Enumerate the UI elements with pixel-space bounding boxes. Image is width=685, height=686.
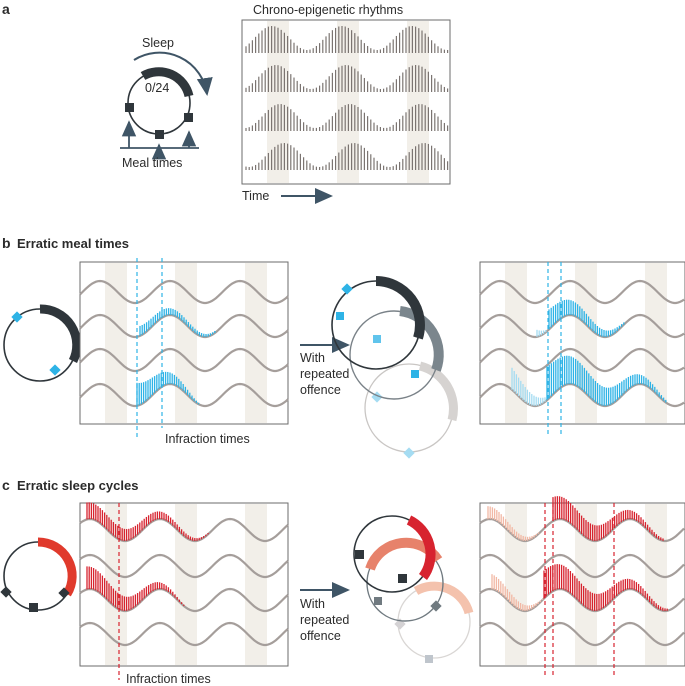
- night-band: [645, 504, 667, 665]
- arrow-text-line3: offence: [300, 383, 341, 397]
- rhythm-wave: [479, 313, 685, 339]
- clock-label: 0/24: [145, 81, 169, 95]
- infraction-label: Infraction times: [165, 432, 250, 446]
- night-band: [105, 263, 127, 423]
- meal-marker-icon: [184, 113, 193, 122]
- rhythm-box-before: [79, 258, 289, 440]
- time-label: Time: [242, 189, 269, 203]
- night-band: [245, 263, 267, 423]
- night-band: [407, 21, 429, 183]
- panel-c: c Erratic sleep cycles Infraction times …: [0, 477, 685, 686]
- arrow-text-line1: With: [300, 597, 325, 611]
- rhythm-box-after: [479, 261, 685, 436]
- rhythm-box-after: [479, 496, 685, 676]
- panel-c-heading: Erratic sleep cycles: [17, 478, 138, 493]
- sleep-label: Sleep: [142, 36, 174, 50]
- rhythm-box: [241, 19, 451, 185]
- rhythm-wave: [79, 382, 289, 408]
- rhythm-wave: [479, 587, 685, 613]
- clock-diagram: Sleep 0/24 Meal times: [120, 36, 213, 170]
- rhythm-wave: [79, 587, 289, 613]
- meal-times-label: Meal times: [122, 156, 182, 170]
- sleep-arrow-icon: [133, 51, 213, 96]
- rhythm-wave: [479, 621, 685, 647]
- infraction-label: Infraction times: [126, 672, 211, 686]
- panel-b-label: b: [2, 235, 11, 251]
- rhythm-wave: [79, 279, 289, 305]
- stacked-clocks: [331, 276, 458, 459]
- night-band: [105, 504, 127, 665]
- sleep-arc: [39, 304, 82, 363]
- meal-marker-icon: [29, 603, 38, 612]
- rhythms-title: Chrono-epigenetic rhythms: [253, 3, 403, 17]
- arrow-text-line2: repeated: [300, 367, 349, 381]
- panel-a: a Chrono-epigenetic rhythms Sleep 0/24 M…: [2, 1, 451, 204]
- panel-b: b Erratic meal times Infraction times Wi…: [2, 235, 685, 459]
- meal-marker-icon: [155, 130, 164, 139]
- rhythm-wave: [79, 621, 289, 647]
- night-band: [245, 504, 267, 665]
- panel-b-heading: Erratic meal times: [17, 236, 129, 251]
- arrow-text-line3: offence: [300, 629, 341, 643]
- rhythm-wave: [79, 347, 289, 373]
- night-band: [267, 21, 289, 183]
- arrow-text-line1: With: [300, 351, 325, 365]
- meal-marker-icon: [49, 364, 61, 376]
- night-band: [505, 263, 527, 423]
- stacked-clocks: [353, 515, 474, 663]
- sleep-clock: [0, 537, 77, 612]
- rhythm-wave: [479, 347, 685, 373]
- meal-marker-icon: [125, 103, 134, 112]
- meal-clock: [3, 304, 82, 382]
- panel-a-label: a: [2, 1, 10, 17]
- sleep-arc: [140, 67, 194, 98]
- rhythm-wave: [79, 517, 289, 543]
- rhythm-box-before: [79, 502, 289, 680]
- night-band: [575, 504, 597, 665]
- rhythm-wave: [479, 553, 685, 579]
- night-band: [175, 504, 197, 665]
- night-band: [505, 504, 527, 665]
- night-band: [337, 21, 359, 183]
- rhythm-wave: [479, 279, 685, 305]
- sleep-arc: [37, 537, 77, 597]
- rhythm-wave: [79, 553, 289, 579]
- panel-c-label: c: [2, 477, 10, 493]
- arrow-text-line2: repeated: [300, 613, 349, 627]
